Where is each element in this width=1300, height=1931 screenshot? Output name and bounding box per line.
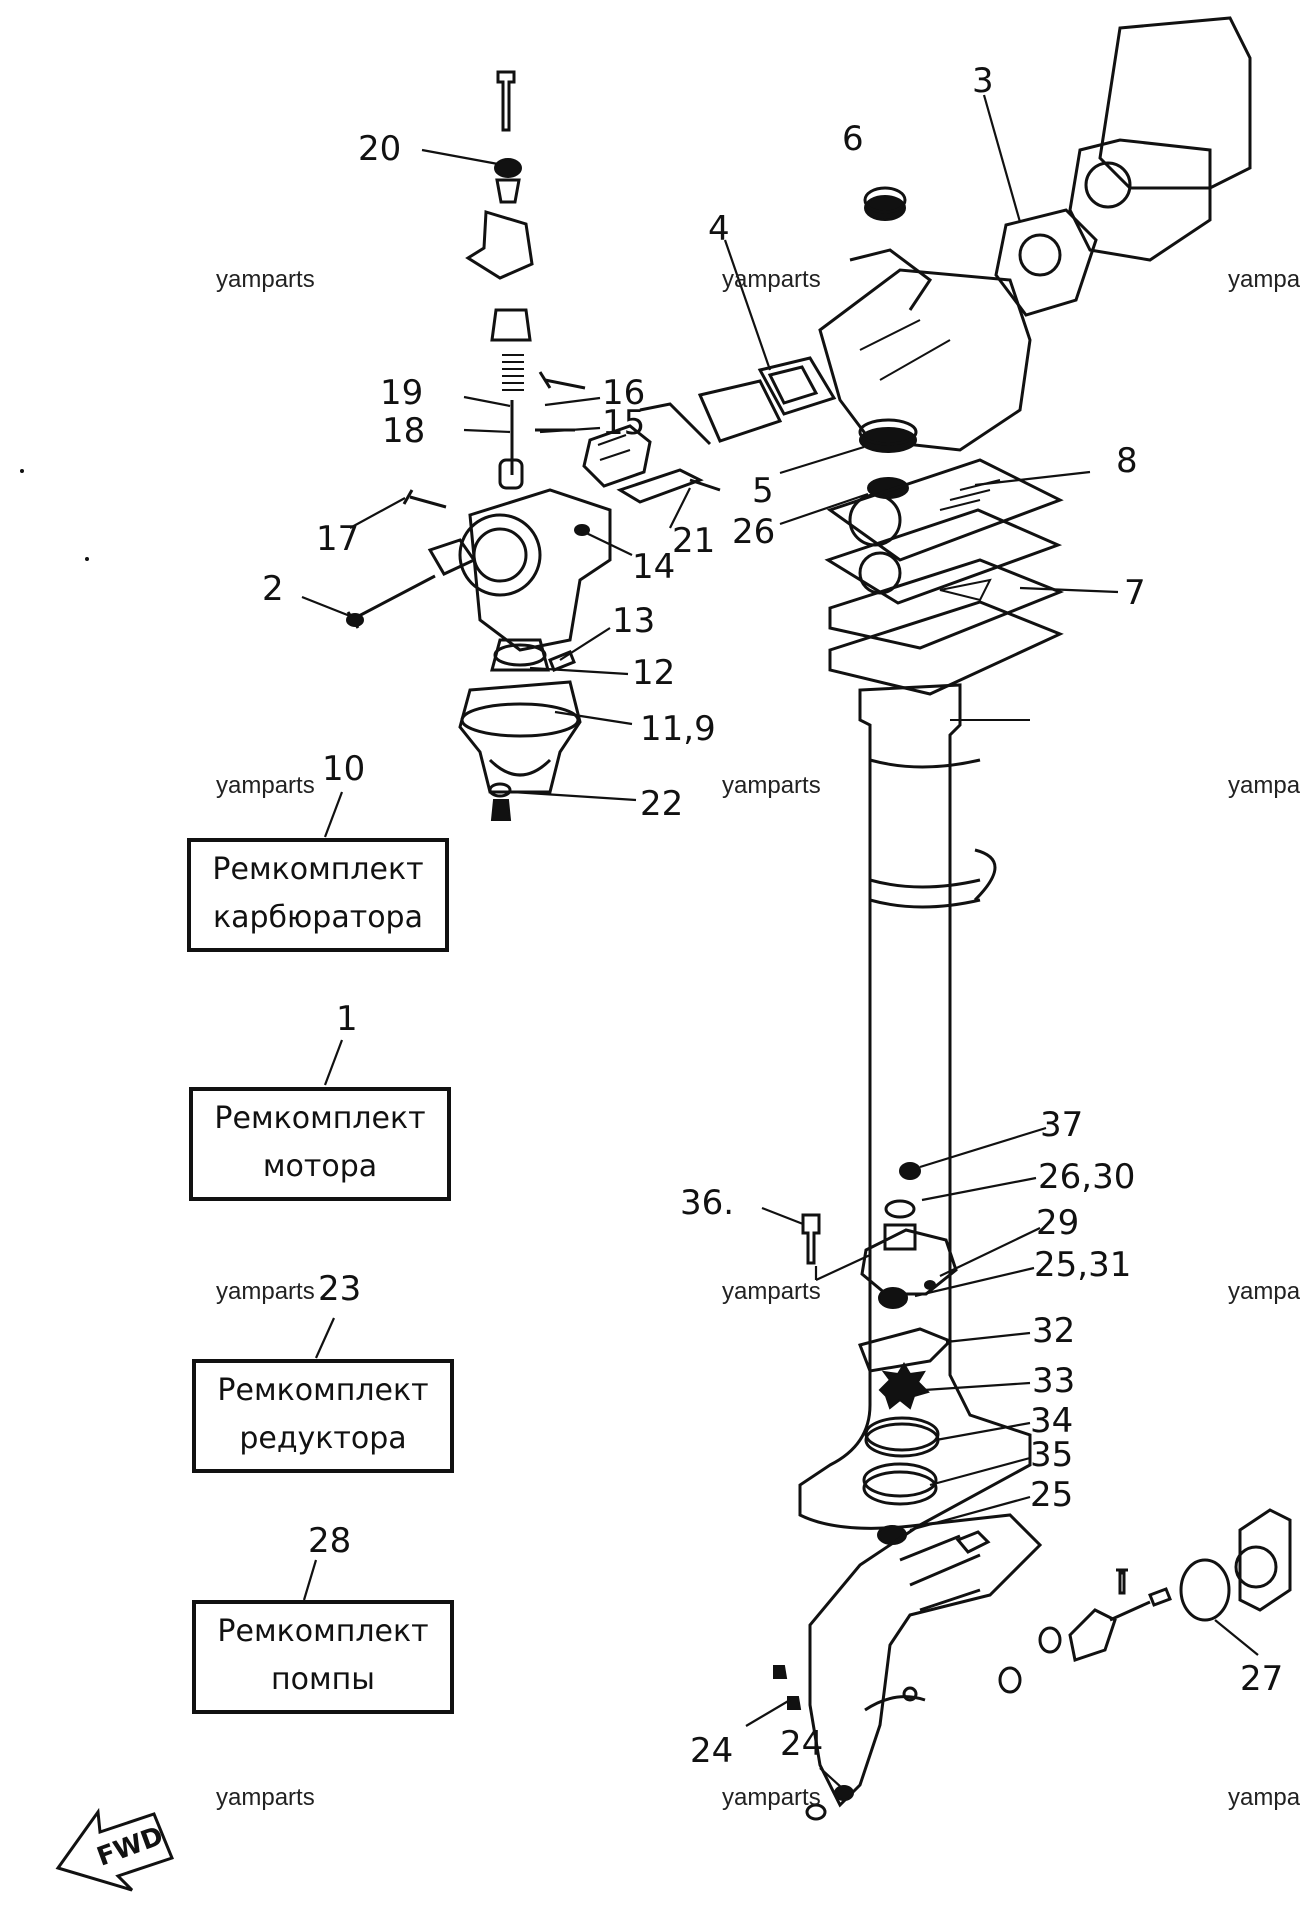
- callout-5: 5: [752, 471, 774, 511]
- callout-2: 2: [262, 569, 284, 609]
- callout-22: 22: [640, 784, 683, 824]
- watermarks: yamparts yamparts yampa yamparts yampart…: [216, 266, 1300, 1811]
- callout-37: 37: [1040, 1105, 1083, 1145]
- callout-25: 25: [1030, 1475, 1073, 1515]
- callout-23: 23: [318, 1269, 361, 1309]
- callout-32: 32: [1032, 1311, 1075, 1351]
- leader-lines: [301, 94, 1259, 1789]
- callout-36: 36.: [680, 1183, 734, 1223]
- callout-18: 18: [382, 411, 425, 451]
- kit-label-line2: помпы: [271, 1662, 375, 1697]
- powerhead-assembly: [639, 16, 1252, 696]
- callout-1: 1: [336, 999, 358, 1039]
- callout-15: 15: [602, 403, 645, 443]
- callout-26: 26: [732, 512, 775, 552]
- callout-6: 6: [842, 119, 864, 159]
- watermark: yamparts: [216, 1784, 315, 1811]
- kit-label-line1: Ремкомплект: [212, 852, 424, 887]
- callout-20: 20: [358, 129, 401, 169]
- callout-24-right: 24: [780, 1724, 823, 1764]
- water-pump-assembly: [801, 1162, 958, 1545]
- callout-26-30: 26,30: [1038, 1157, 1135, 1197]
- kit-label-line2: мотора: [262, 1149, 378, 1184]
- callout-25-31: 25,31: [1034, 1245, 1131, 1285]
- kit-label-line1: Ремкомплект: [214, 1101, 426, 1136]
- stray-dot: [85, 557, 89, 561]
- callout-11-9: 11,9: [640, 709, 716, 749]
- kit-label-line2: редуктора: [239, 1421, 407, 1456]
- watermark: yamparts: [722, 1784, 821, 1811]
- callout-27: 27: [1240, 1659, 1283, 1699]
- callout-4: 4: [708, 209, 730, 249]
- carburetor-assembly: [346, 70, 721, 821]
- watermark: yamparts: [722, 1278, 821, 1305]
- callout-16: 16: [602, 373, 645, 413]
- kit-label-line2: карбюратора: [213, 900, 423, 935]
- motor-repair-kit-box: Ремкомплект мотора: [189, 1087, 451, 1201]
- callout-13: 13: [612, 601, 655, 641]
- callout-7: 7: [1124, 573, 1146, 613]
- watermark: yamparts: [216, 772, 315, 799]
- fwd-label: FWD: [93, 1821, 167, 1872]
- watermark: yampa: [1228, 266, 1300, 293]
- watermark: yamparts: [216, 266, 315, 293]
- callout-33: 33: [1032, 1361, 1075, 1401]
- callout-29: 29: [1036, 1203, 1079, 1243]
- kit-label-line1: Ремкомплект: [217, 1373, 429, 1408]
- gearbox-repair-kit-box: Ремкомплект редуктора: [192, 1359, 454, 1473]
- callout-21: 21: [672, 521, 715, 561]
- callout-numbers: 20 3 6 4 19 16 18 15 5 8 17 21 26 14 2 7…: [262, 61, 1283, 1771]
- lower-unit-assembly: [773, 1508, 1292, 1821]
- watermark: yampa: [1228, 772, 1300, 799]
- callout-24-left: 24: [690, 1731, 733, 1771]
- pump-repair-kit-box: Ремкомплект помпы: [192, 1600, 454, 1714]
- fwd-arrow-icon: FWD: [55, 1807, 174, 1892]
- callout-28: 28: [308, 1521, 351, 1561]
- callout-12: 12: [632, 653, 675, 693]
- callout-3: 3: [972, 61, 994, 101]
- kit-label-line1: Ремкомплект: [217, 1614, 429, 1649]
- callout-14: 14: [632, 547, 675, 587]
- watermark: yamparts: [722, 266, 821, 293]
- stray-dot: [20, 469, 24, 473]
- carburetor-repair-kit-box: Ремкомплект карбюратора: [187, 838, 449, 952]
- watermark: yamparts: [216, 1278, 315, 1305]
- callout-10: 10: [322, 749, 365, 789]
- watermark: yampa: [1228, 1278, 1300, 1305]
- watermark: yamparts: [722, 772, 821, 799]
- watermark: yampa: [1228, 1784, 1300, 1811]
- drive-shaft-housing: [798, 683, 1032, 1530]
- callout-8: 8: [1116, 441, 1138, 481]
- callout-34: 34: [1030, 1401, 1073, 1441]
- callout-17: 17: [316, 519, 359, 559]
- callout-35: 35: [1030, 1435, 1073, 1475]
- callout-19: 19: [380, 373, 423, 413]
